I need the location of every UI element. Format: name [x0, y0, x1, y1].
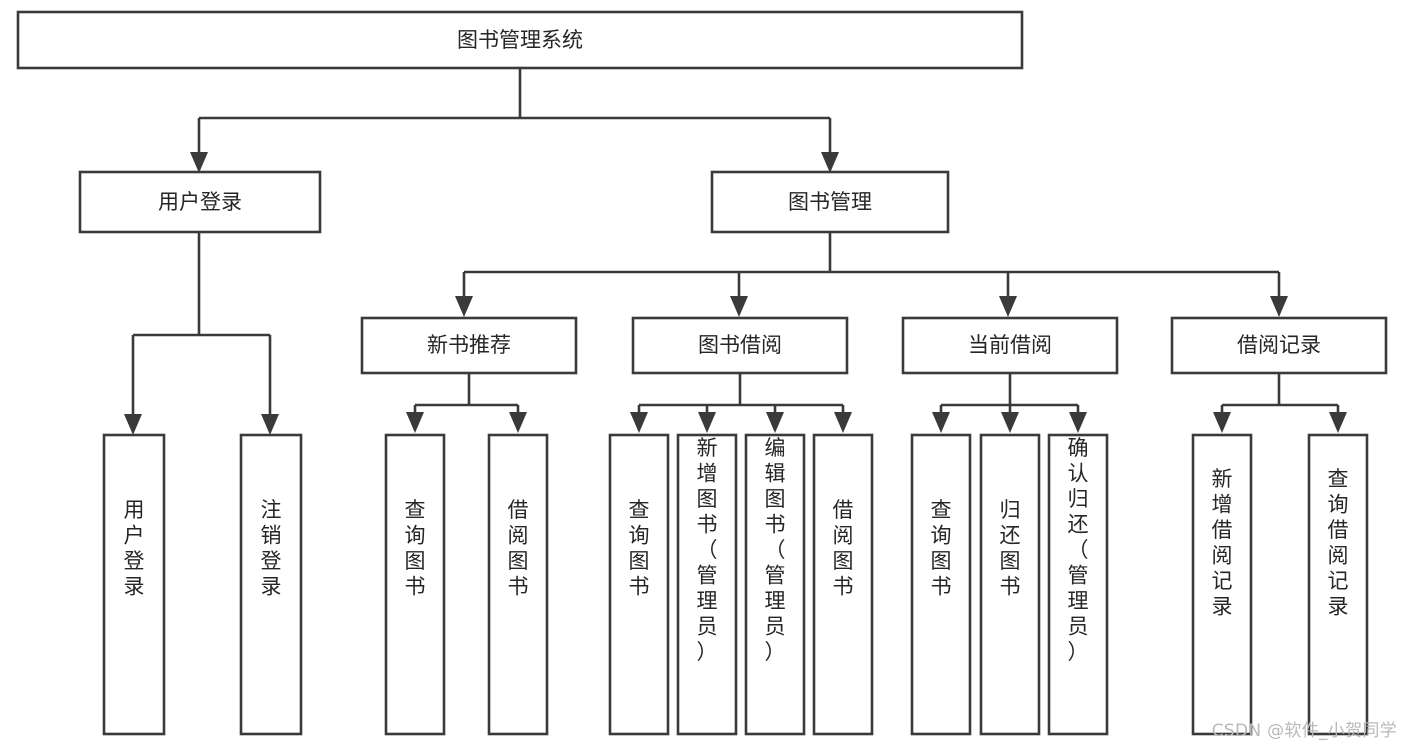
arrow-to-leaf-confirm-return — [1069, 412, 1087, 433]
arrow-to-leaf-query-book-2 — [630, 412, 648, 433]
arrow-to-leaf-return-book — [1001, 412, 1019, 433]
node-leaf-query-record-box[interactable] — [1307, 433, 1369, 736]
node-root-label: 图书管理系统 — [457, 28, 583, 52]
node-leaf-query-book-1-box[interactable] — [384, 433, 446, 736]
node-leaf-add-book-label: 新增图书（管理员） — [697, 436, 718, 664]
node-leaf-add-record[interactable]: 新增借阅记录 — [1191, 433, 1253, 736]
node-leaf-query-record[interactable]: 查询借阅记录 — [1307, 433, 1369, 736]
node-leaf-borrow-book-2[interactable]: 借阅图书 — [812, 433, 874, 736]
node-user-login-label: 用户登录 — [158, 190, 242, 214]
node-leaf-query-book-2-box[interactable] — [608, 433, 670, 736]
node-leaf-query-book-1[interactable]: 查询图书 — [384, 433, 446, 736]
node-book-management-box[interactable] — [710, 170, 950, 234]
connector-group-root — [190, 68, 839, 173]
node-leaf-add-record-label: 新增借阅记录 — [1212, 467, 1233, 619]
node-leaf-query-record-label: 查询借阅记录 — [1328, 467, 1349, 619]
node-leaf-logout-login-label: 注销登录 — [261, 498, 282, 599]
node-leaf-return-book-label: 归还图书 — [1000, 498, 1021, 599]
node-borrow-record[interactable]: 借阅记录 — [1170, 316, 1388, 375]
node-leaf-add-book[interactable]: 新增图书（管理员） — [676, 433, 738, 736]
node-leaf-borrow-book-2-box[interactable] — [812, 433, 874, 736]
node-leaf-edit-book-box[interactable] — [744, 433, 806, 736]
arrow-to-leaf-borrow-book-2 — [834, 412, 852, 433]
arrow-to-leaf-add-record — [1213, 412, 1231, 433]
connector-group-user-login — [124, 232, 279, 435]
arrow-to-borrow-record — [1270, 296, 1288, 317]
arrow-to-leaf-edit-book — [766, 412, 784, 433]
arrow-to-current-borrow — [999, 296, 1017, 317]
arrow-to-leaf-query-record — [1329, 412, 1347, 433]
node-leaf-edit-book-label: 编辑图书（管理员） — [765, 436, 786, 664]
node-new-book-recommend-label: 新书推荐 — [427, 333, 511, 357]
arrow-to-leaf-query-book-1 — [406, 412, 424, 433]
node-new-book-recommend[interactable]: 新书推荐 — [360, 316, 578, 375]
node-leaf-edit-book[interactable]: 编辑图书（管理员） — [744, 433, 806, 736]
node-leaf-confirm-return[interactable]: 确认归还（管理员） — [1047, 433, 1109, 736]
arrow-to-leaf-user-login — [124, 414, 142, 435]
node-leaf-return-book-box[interactable] — [979, 433, 1041, 736]
arrow-to-book-management — [821, 152, 839, 173]
arrow-to-new-book-recommend — [455, 296, 473, 317]
node-leaf-return-book[interactable]: 归还图书 — [979, 433, 1041, 736]
arrow-to-leaf-add-book — [698, 412, 716, 433]
node-borrow-record-box[interactable] — [1170, 316, 1388, 375]
node-leaf-logout-login[interactable]: 注销登录 — [239, 433, 303, 736]
node-leaf-query-book-2[interactable]: 查询图书 — [608, 433, 670, 736]
node-root[interactable]: 图书管理系统 — [16, 10, 1024, 70]
arrow-to-leaf-logout-login — [261, 414, 279, 435]
connector-group-current-borrow — [932, 373, 1087, 433]
connector-group-book-borrow — [630, 373, 852, 433]
node-leaf-user-login[interactable]: 用户登录 — [102, 433, 166, 736]
node-leaf-user-login-box[interactable] — [102, 433, 166, 736]
node-leaf-query-book-3-label: 查询图书 — [931, 498, 952, 599]
node-root-box[interactable] — [16, 10, 1024, 70]
node-book-borrow-box[interactable] — [631, 316, 849, 375]
arrow-to-leaf-query-book-3 — [932, 412, 950, 433]
node-book-borrow-label: 图书借阅 — [698, 333, 782, 357]
node-leaf-borrow-book-1-label: 借阅图书 — [508, 498, 529, 599]
node-leaf-confirm-return-label: 确认归还（管理员） — [1068, 436, 1089, 664]
arrow-to-book-borrow — [730, 296, 748, 317]
node-new-book-recommend-box[interactable] — [360, 316, 578, 375]
node-leaf-borrow-book-1-box[interactable] — [487, 433, 549, 736]
node-leaf-query-book-2-label: 查询图书 — [629, 498, 650, 599]
node-leaf-confirm-return-box[interactable] — [1047, 433, 1109, 736]
node-leaf-query-book-3-box[interactable] — [910, 433, 972, 736]
connector-group-borrow-record — [1213, 373, 1347, 433]
arrow-to-user-login — [190, 152, 208, 173]
node-leaf-borrow-book-2-label: 借阅图书 — [833, 498, 854, 599]
node-leaf-query-book-3[interactable]: 查询图书 — [910, 433, 972, 736]
node-leaf-user-login-label: 用户登录 — [124, 498, 145, 599]
node-leaf-add-record-box[interactable] — [1191, 433, 1253, 736]
node-current-borrow-label: 当前借阅 — [968, 333, 1052, 357]
node-user-login-box[interactable] — [78, 170, 322, 234]
node-borrow-record-label: 借阅记录 — [1237, 333, 1321, 357]
arrow-to-leaf-borrow-book-1 — [509, 412, 527, 433]
node-current-borrow-box[interactable] — [901, 316, 1119, 375]
node-leaf-query-book-1-label: 查询图书 — [405, 498, 426, 599]
node-book-management-label: 图书管理 — [788, 190, 872, 214]
connector-group-book-management — [455, 232, 1288, 317]
node-current-borrow[interactable]: 当前借阅 — [901, 316, 1119, 375]
node-leaf-logout-login-box[interactable] — [239, 433, 303, 736]
node-book-management[interactable]: 图书管理 — [710, 170, 950, 234]
connector-group-new-book-recommend — [406, 373, 527, 433]
node-book-borrow[interactable]: 图书借阅 — [631, 316, 849, 375]
watermark-text: CSDN @软件_小贺同学 — [1211, 721, 1397, 741]
node-leaf-borrow-book-1[interactable]: 借阅图书 — [487, 433, 549, 736]
node-leaf-add-book-box[interactable] — [676, 433, 738, 736]
node-user-login[interactable]: 用户登录 — [78, 170, 322, 234]
